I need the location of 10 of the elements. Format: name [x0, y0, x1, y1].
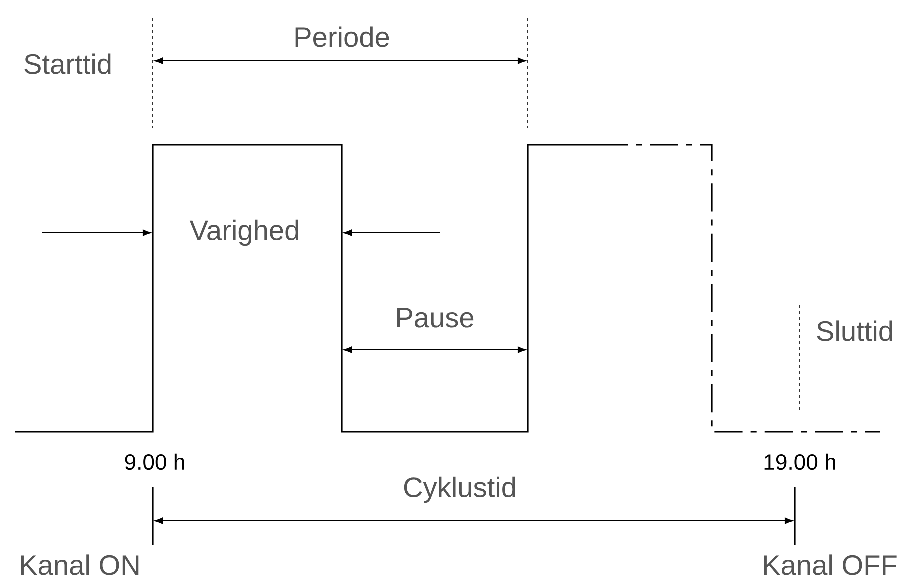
axis-label: Cyklustid: [404, 476, 516, 504]
axis-label: Kanal ON: [21, 554, 139, 576]
axis-label: Pause: [397, 308, 474, 328]
axis-label: 9.00 h: [125, 454, 184, 470]
axis-label: Varighed: [190, 220, 298, 246]
axis-label: Periode: [296, 26, 390, 48]
axis-label: 19.00 h: [764, 454, 836, 470]
axis-label: Starttid: [24, 54, 111, 74]
axis-label: Sluttid: [817, 320, 892, 342]
axis-label: Kanal OFF: [764, 554, 897, 576]
